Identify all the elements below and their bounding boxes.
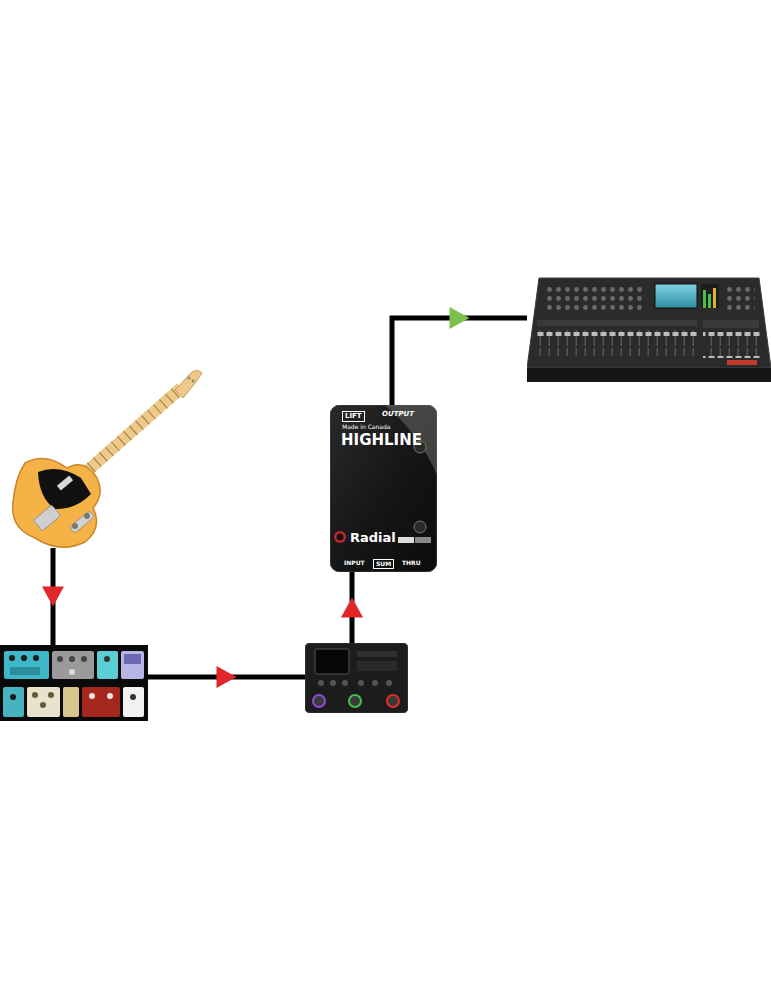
modeler-node	[305, 643, 408, 713]
mixer-node	[527, 276, 771, 386]
modeler-illustration	[305, 643, 408, 713]
signal-connector	[392, 307, 527, 405]
arrow-head	[42, 587, 64, 607]
switch-label: LIFT	[342, 411, 365, 422]
guitar-node	[5, 368, 205, 548]
pedalboard-illustration	[0, 645, 148, 721]
guitar-illustration	[5, 368, 205, 548]
switch-label: SUM	[373, 559, 394, 569]
mixer-illustration	[527, 276, 771, 386]
port-label: THRU	[402, 560, 421, 566]
signal-connector	[341, 572, 363, 643]
origin-note: Made in Canada	[342, 424, 390, 430]
pedalboard-node	[0, 645, 148, 721]
di-box-illustration	[330, 405, 437, 572]
port-label: INPUT	[344, 560, 365, 566]
arrow-head	[450, 307, 470, 329]
signal-connector	[42, 548, 64, 645]
arrow-head	[217, 666, 237, 688]
di-box-node: LIFT OUTPUT Made in CanadaHIGHLINE RadialIN…	[330, 405, 437, 572]
arrow-head	[341, 598, 363, 618]
brand-name: Radial	[350, 531, 396, 544]
port-label: OUTPUT	[382, 411, 414, 418]
signal-connector	[148, 666, 305, 688]
cable-line	[392, 318, 527, 405]
product-name: HIGHLINE	[341, 433, 422, 448]
